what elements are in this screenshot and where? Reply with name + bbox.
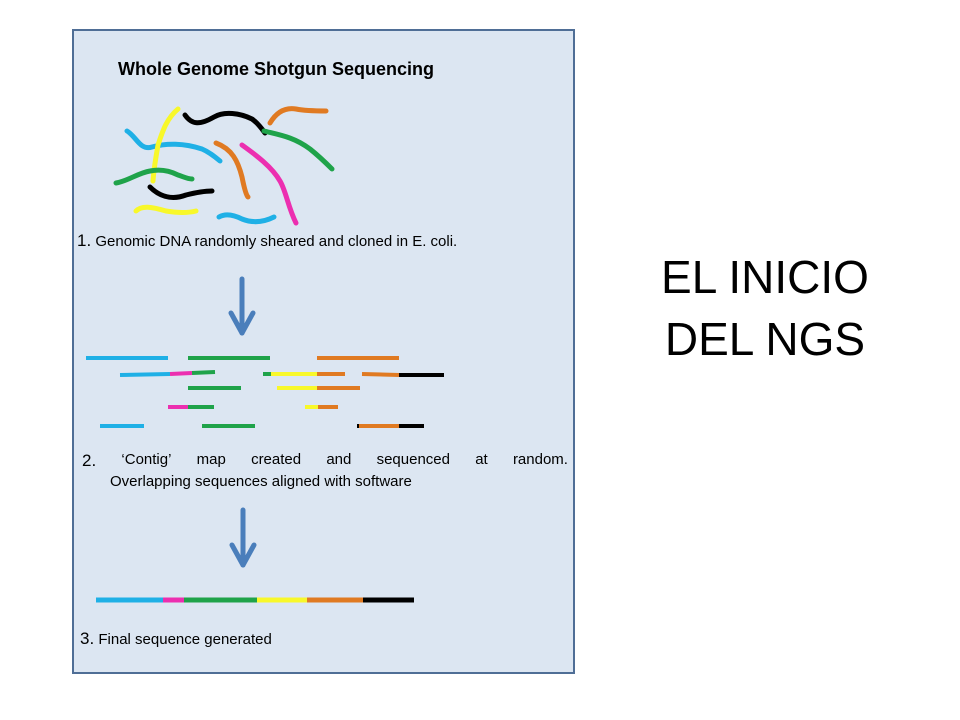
read-magenta-1: [169, 371, 193, 376]
step-2-number: 2.: [82, 451, 97, 470]
fragment-orange-2: [213, 140, 251, 200]
read-cyan-2: [119, 372, 171, 377]
read-green-2: [191, 370, 216, 375]
fragment-orange-1: [267, 106, 329, 126]
step-2-caption: 2. ‘Contig’ map created and sequenced at…: [82, 451, 568, 490]
step-3-caption: 3. Final sequence generated: [80, 629, 272, 649]
fragment-black-2: [147, 184, 215, 200]
arrow-down-icon-1: [228, 276, 256, 336]
read-orange-3: [361, 372, 400, 377]
step-3-number: 3.: [80, 629, 95, 648]
step-2-word: random.: [512, 451, 568, 468]
fragment-green-1: [261, 128, 335, 172]
fragment-green-2: [113, 167, 195, 186]
diagram-graphics: [86, 106, 444, 603]
step-1-caption: 1. Genomic DNA randomly sheared and clon…: [77, 231, 457, 251]
step-2-word: map: [196, 451, 226, 468]
step-2-word: at: [475, 451, 488, 468]
step-2-word: and: [326, 451, 352, 468]
fragment-cyan-1: [124, 128, 223, 164]
step-2-word: ‘Contig’: [121, 451, 172, 468]
slide-title-line-2: DEL NGS: [664, 313, 866, 365]
step-2-word: created: [251, 451, 302, 468]
panel-title: Whole Genome Shotgun Sequencing: [118, 59, 435, 79]
arrow-down-icon-2: [229, 507, 257, 568]
step-2-line-1: 2. ‘Contig’ map created and sequenced at…: [82, 451, 568, 471]
slide-title: EL INICIO DEL NGS: [620, 246, 910, 370]
step-1-number: 1.: [77, 231, 92, 250]
fragment-black-1: [182, 110, 268, 136]
fragment-cyan-2: [216, 212, 277, 225]
step-1-text: Genomic DNA randomly sheared and cloned …: [95, 233, 458, 250]
step-3-text: Final sequence generated: [98, 631, 272, 648]
shotgun-sequencing-panel: Whole Genome Shotgun Sequencing: [72, 29, 575, 674]
step-2-word: sequenced: [376, 451, 450, 468]
step-2-line-2: Overlapping sequences aligned with softw…: [110, 473, 412, 490]
slide-title-line-1: EL INICIO: [661, 251, 869, 303]
fragment-magenta-1: [239, 142, 299, 226]
fragment-yellow-2: [133, 204, 199, 215]
